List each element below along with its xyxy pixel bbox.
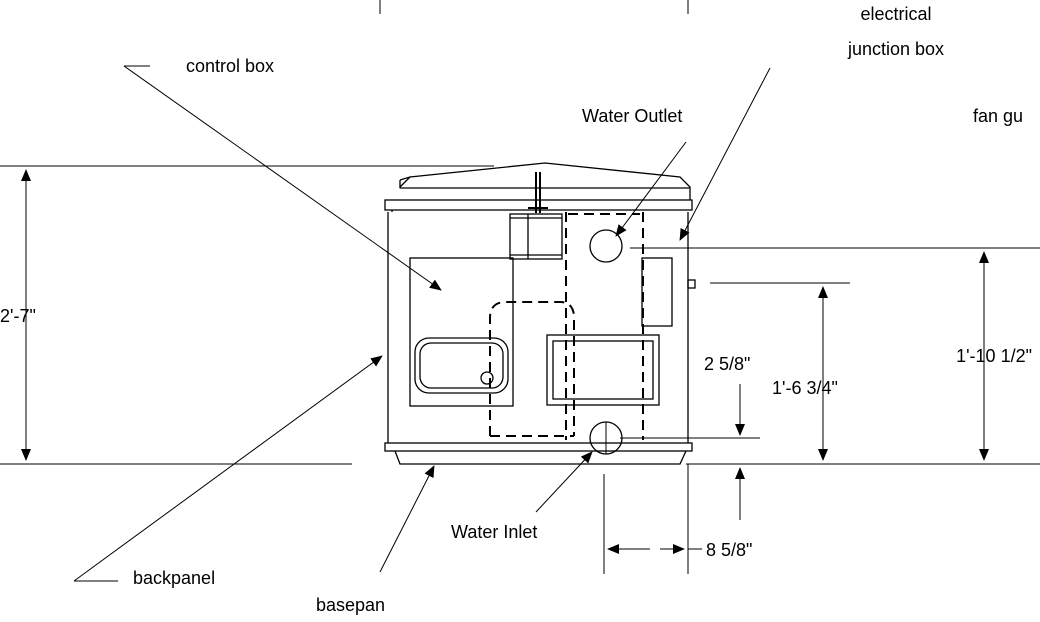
- unit-outline: [384, 162, 696, 465]
- extension-lines: [0, 165, 1040, 574]
- control-box-label: control box: [186, 56, 274, 76]
- inner-components: [409, 172, 673, 455]
- water-outlet-label: Water Outlet: [582, 106, 682, 126]
- outlet-height-dimension: 1'-10 1/2": [956, 346, 1032, 366]
- backpanel-label: backpanel: [133, 568, 215, 588]
- control-box-shape: [409, 257, 514, 407]
- inlet-offset-dimension: 8 5/8": [706, 540, 752, 560]
- overall-height-dimension: 2'-7": [0, 306, 36, 326]
- basepan-label: basepan: [316, 595, 385, 615]
- dimension-lines: [21, 169, 989, 554]
- electrical-junction-label-line1: electrical: [860, 4, 931, 24]
- water-outlet-circle: [589, 229, 623, 263]
- inlet-height-dimension: 2 5/8": [704, 354, 750, 374]
- fan-guard-label: fan gu: [973, 106, 1023, 126]
- callout-labels: control box electrical junction box Wate…: [133, 4, 1023, 615]
- dimension-labels: 2'-7" 1'-10 1/2" 1'-6 3/4" 2 5/8" 8 5/8": [0, 306, 1032, 560]
- water-inlet-label: Water Inlet: [451, 522, 537, 542]
- leader-lines: [73, 65, 771, 582]
- basepan-shape: [394, 450, 687, 465]
- junction-height-dimension: 1'-6 3/4": [772, 378, 838, 398]
- junction-box-shape: [641, 257, 673, 327]
- electrical-junction-label-line2: junction box: [847, 39, 944, 59]
- top-frame-lines: [379, 0, 689, 14]
